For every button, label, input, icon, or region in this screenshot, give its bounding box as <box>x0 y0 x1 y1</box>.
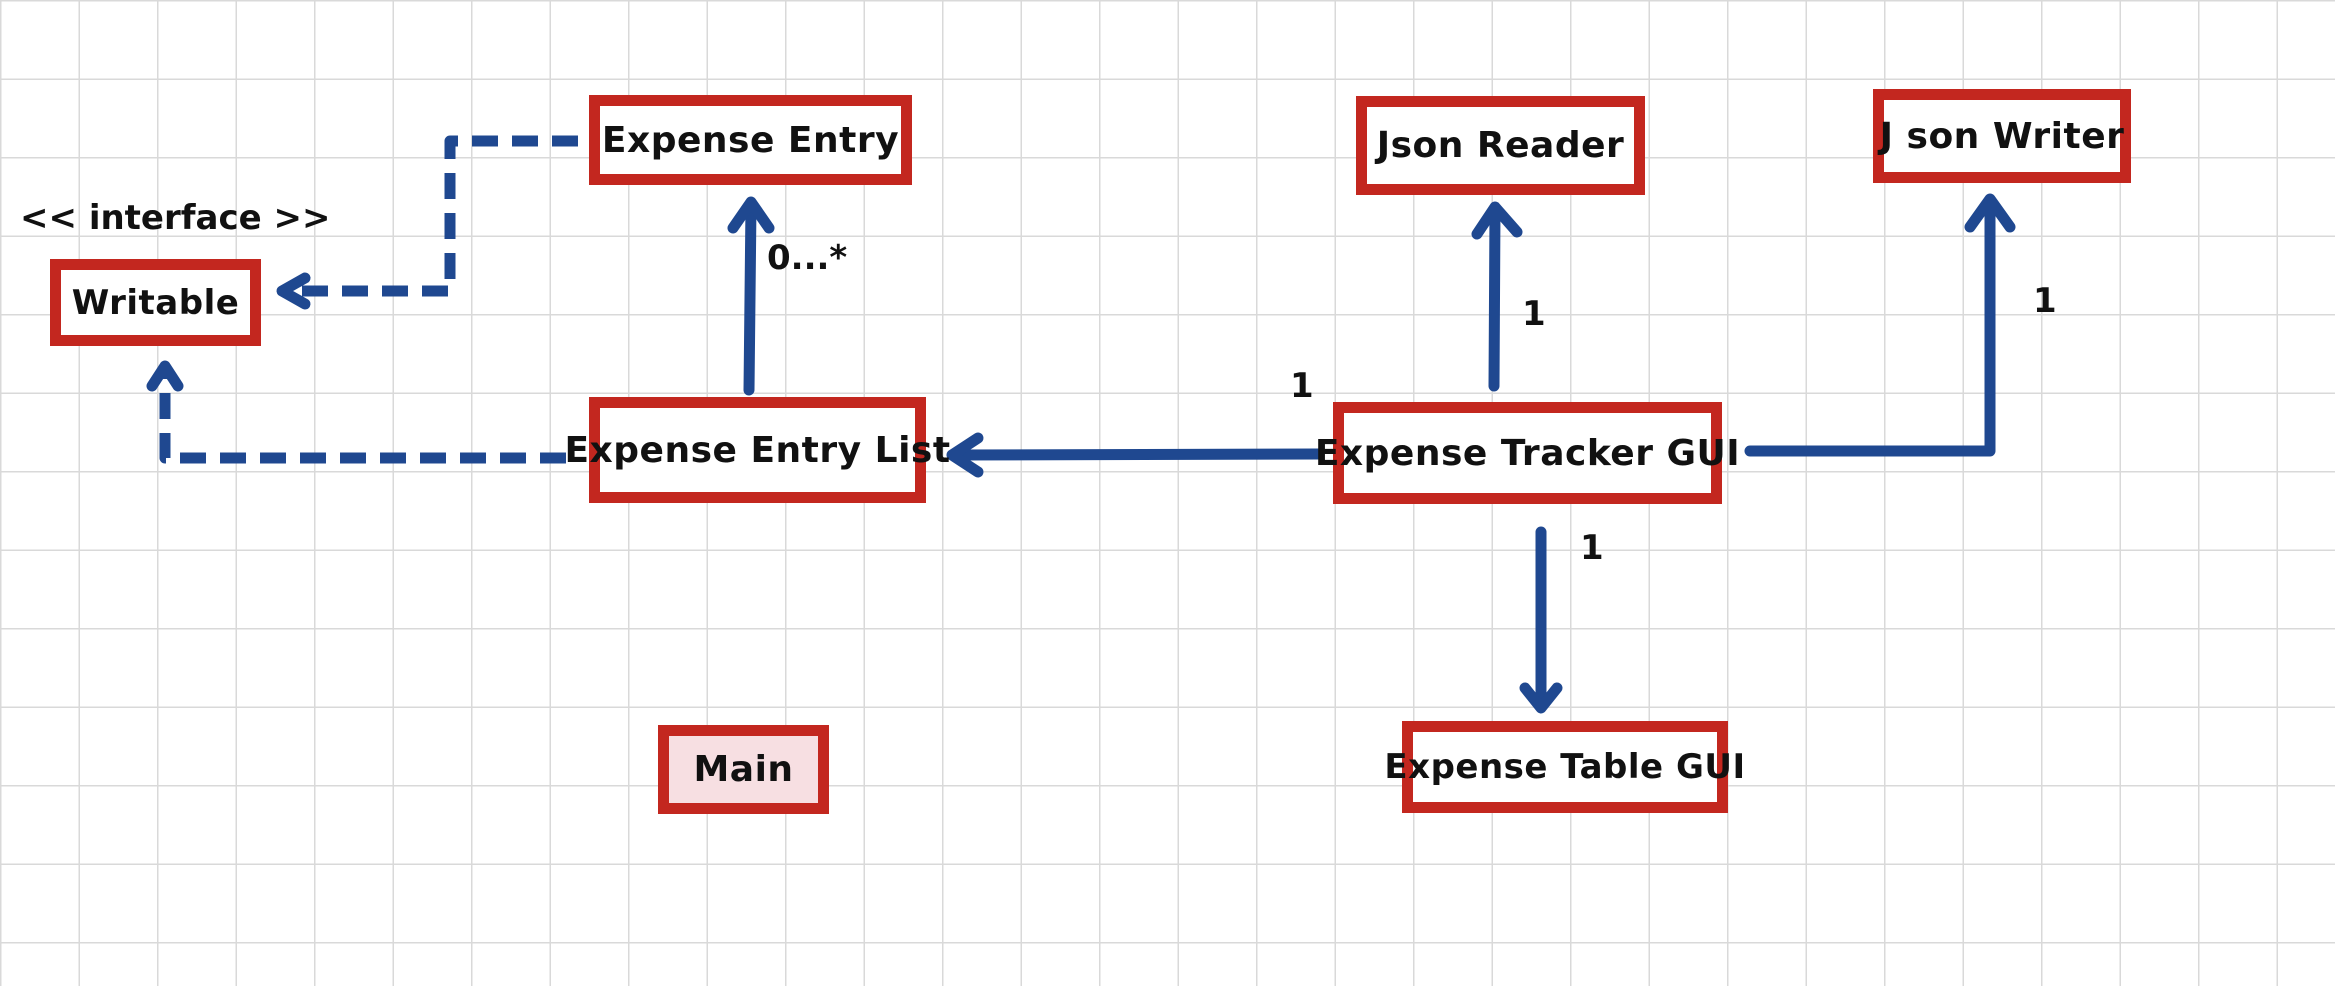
multiplicity-gui-to-table: 1 <box>1580 528 1604 568</box>
entry-to-writable-arrowhead <box>276 272 311 310</box>
entry-list-to-writable-dashed-line <box>159 370 566 464</box>
entry-list-to-writable-arrowhead <box>146 360 184 392</box>
gui-to-writer-line <box>1744 197 1996 457</box>
multiplicity-gui-to-reader: 1 <box>1522 294 1546 334</box>
class-expense-table-gui: Expense Table GUI <box>1384 721 1745 813</box>
class-expense-entry: Expense Entry <box>589 95 912 185</box>
entry-to-writable-dashed-line <box>285 135 578 297</box>
entry-list-to-entry-line <box>743 199 757 396</box>
gui-to-reader-line <box>1488 204 1501 392</box>
multiplicity-gui-to-entry-list: 1 <box>1290 366 1314 406</box>
gui-to-table-arrowhead <box>1519 682 1563 714</box>
class-json-reader: Json Reader <box>1356 96 1645 195</box>
class-expense-entry-list: Expense Entry List <box>564 397 950 503</box>
class-expense-tracker-gui: Expense Tracker GUI <box>1315 402 1740 504</box>
class-json-writer: J son Writer <box>1873 89 2131 183</box>
gui-to-entry-list-line <box>949 448 1324 461</box>
multiplicity-gui-to-writer: 1 <box>2033 281 2057 321</box>
class-writable: Writable <box>50 259 261 346</box>
gui-to-writer-arrowhead <box>1964 193 2016 233</box>
class-main: Main <box>658 725 829 814</box>
interface-stereotype-label: << interface >> <box>20 198 331 238</box>
gui-to-entry-list-arrowhead <box>946 432 984 478</box>
entry-list-to-entry-arrowhead <box>727 196 775 234</box>
gui-to-reader-arrowhead <box>1471 201 1523 240</box>
multiplicity-entry-list-to-entry: 0...* <box>767 238 848 278</box>
